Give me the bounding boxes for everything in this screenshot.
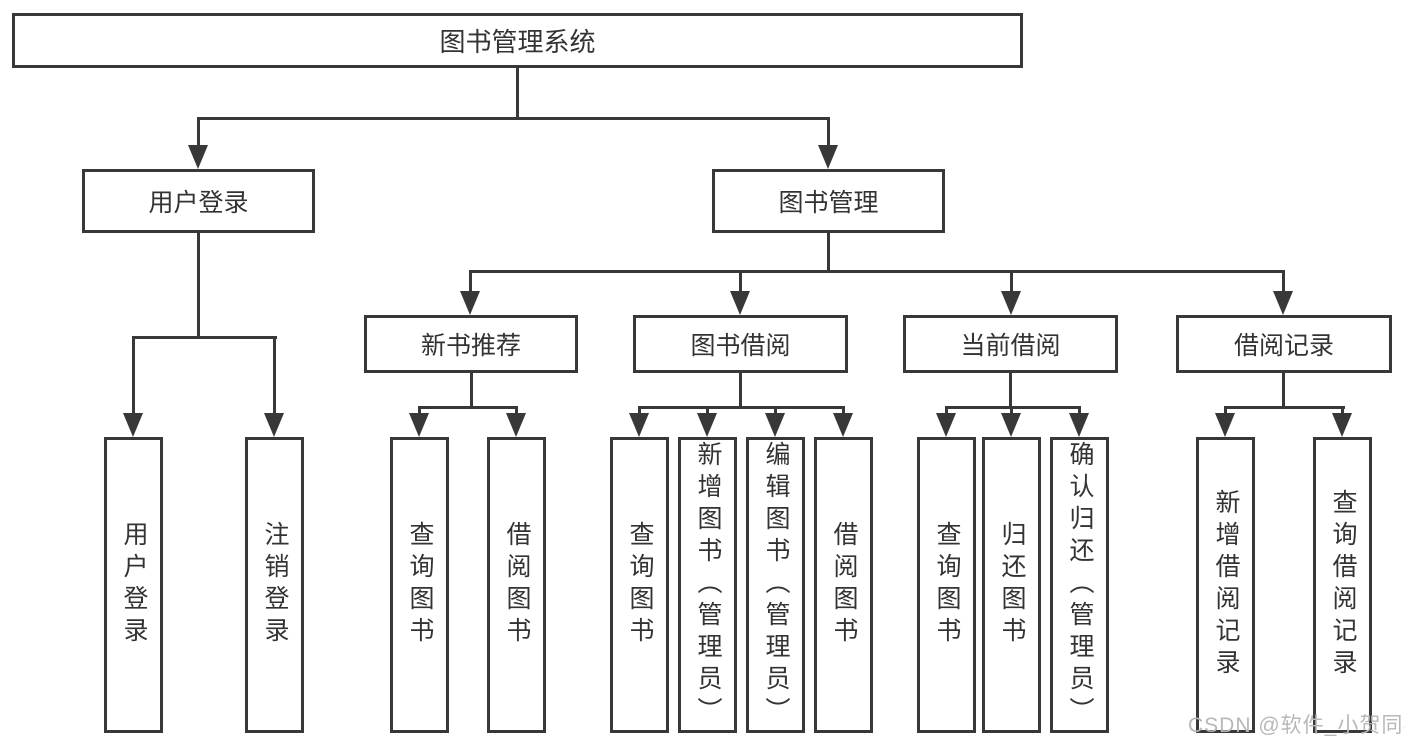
node-new-book-recommend: 新书推荐 bbox=[364, 315, 578, 373]
edge-records-split bbox=[1224, 406, 1345, 409]
arrowhead-bor-edit bbox=[765, 413, 785, 437]
edge-recommend-drop bbox=[470, 373, 473, 409]
edge-to-leaf-logout bbox=[273, 336, 276, 413]
csdn-watermark: CSDN @软件_小贺同学 bbox=[1188, 714, 1405, 737]
edge-to-rec-query bbox=[418, 406, 421, 413]
edge-mgmt-drop bbox=[827, 233, 830, 273]
node-user-login-label: 用户登录 bbox=[148, 189, 249, 217]
leaf-logout-label: 注销登录 bbox=[261, 521, 289, 649]
edge-to-bor-edit bbox=[774, 406, 777, 413]
leaf-user-login-label: 用户登录 bbox=[120, 521, 148, 649]
arrowhead-rec-query bbox=[409, 413, 429, 437]
edge-current-drop bbox=[1009, 373, 1012, 409]
leaf-borrow-query-books: 查询图书 bbox=[610, 437, 669, 733]
node-root: 图书管理系统 bbox=[12, 13, 1023, 68]
edge-mgmt-split bbox=[469, 270, 1285, 273]
leaf-borrow-add-books-admin: 新增图书（管理员） bbox=[678, 437, 737, 733]
arrowhead-leaf-logout bbox=[264, 413, 284, 437]
arrowhead-bor-borrow bbox=[833, 413, 853, 437]
node-book-borrow-label: 图书借阅 bbox=[690, 332, 791, 360]
leaf-borrow-add-books-admin-label: 新增图书（管理员） bbox=[694, 441, 722, 729]
arrowhead-book-mgmt bbox=[818, 145, 838, 169]
arrowhead-cur-return bbox=[1001, 413, 1021, 437]
edge-to-recd-query bbox=[1341, 406, 1344, 413]
leaf-records-add-record-label: 新增借阅记录 bbox=[1212, 489, 1240, 681]
arrowhead-borrow bbox=[730, 291, 750, 315]
arrowhead-cur-confirm bbox=[1069, 413, 1089, 437]
edge-to-cur-confirm bbox=[1078, 406, 1081, 413]
leaf-recommend-borrow-books: 借阅图书 bbox=[487, 437, 546, 733]
edge-to-recd-add bbox=[1224, 406, 1227, 413]
edge-to-rec-borrow bbox=[515, 406, 518, 413]
leaf-borrow-query-books-label: 查询图书 bbox=[626, 521, 654, 649]
edge-login-split bbox=[132, 336, 277, 339]
node-current-borrow: 当前借阅 bbox=[903, 315, 1118, 373]
leaf-borrow-edit-books-admin: 编辑图书（管理员） bbox=[746, 437, 805, 733]
edge-login-drop bbox=[197, 233, 200, 339]
arrowhead-recommend bbox=[460, 291, 480, 315]
leaf-borrow-borrow-books-label: 借阅图书 bbox=[830, 521, 858, 649]
leaf-recommend-query-books: 查询图书 bbox=[390, 437, 449, 733]
arrowhead-bor-query bbox=[629, 413, 649, 437]
node-borrow-records: 借阅记录 bbox=[1176, 315, 1392, 373]
edge-to-bor-add bbox=[706, 406, 709, 413]
arrowhead-records bbox=[1273, 291, 1293, 315]
leaf-recommend-query-books-label: 查询图书 bbox=[406, 521, 434, 649]
edge-to-book-mgmt bbox=[827, 117, 830, 145]
leaf-borrow-edit-books-admin-label: 编辑图书（管理员） bbox=[762, 441, 790, 729]
edge-to-recommend bbox=[469, 270, 472, 291]
edge-root-drop bbox=[516, 68, 519, 118]
node-book-management: 图书管理 bbox=[712, 169, 945, 233]
arrowhead-recd-add bbox=[1215, 413, 1235, 437]
edge-to-cur-return bbox=[1010, 406, 1013, 413]
leaf-records-add-record: 新增借阅记录 bbox=[1196, 437, 1255, 733]
leaf-current-confirm-return-admin-label: 确认归还（管理员） bbox=[1066, 441, 1094, 729]
leaf-logout: 注销登录 bbox=[245, 437, 304, 733]
edge-to-leaf-login bbox=[132, 336, 135, 413]
arrowhead-user-login bbox=[188, 145, 208, 169]
edge-current-split bbox=[945, 406, 1081, 409]
leaf-user-login: 用户登录 bbox=[104, 437, 163, 733]
edge-to-bor-borrow bbox=[842, 406, 845, 413]
edge-recommend-split bbox=[418, 406, 518, 409]
node-new-book-recommend-label: 新书推荐 bbox=[420, 332, 521, 360]
edge-to-borrow bbox=[739, 270, 742, 291]
arrowhead-rec-borrow bbox=[506, 413, 526, 437]
leaf-records-query-record-label: 查询借阅记录 bbox=[1329, 489, 1357, 681]
leaf-current-query-books: 查询图书 bbox=[917, 437, 976, 733]
node-book-borrow: 图书借阅 bbox=[633, 315, 848, 373]
leaf-current-return-books-label: 归还图书 bbox=[998, 521, 1026, 649]
edge-records-drop bbox=[1282, 373, 1285, 409]
node-current-borrow-label: 当前借阅 bbox=[960, 332, 1061, 360]
leaf-recommend-borrow-books-label: 借阅图书 bbox=[503, 521, 531, 649]
arrowhead-current bbox=[1001, 291, 1021, 315]
edge-root-split bbox=[197, 117, 830, 120]
leaf-current-return-books: 归还图书 bbox=[982, 437, 1041, 733]
edge-to-user-login bbox=[197, 117, 200, 145]
leaf-records-query-record: 查询借阅记录 bbox=[1313, 437, 1372, 733]
node-root-label: 图书管理系统 bbox=[439, 27, 596, 57]
node-book-management-label: 图书管理 bbox=[778, 189, 879, 217]
leaf-current-query-books-label: 查询图书 bbox=[933, 521, 961, 649]
edge-to-records bbox=[1282, 270, 1285, 291]
edge-to-current bbox=[1010, 270, 1013, 291]
arrowhead-recd-query bbox=[1332, 413, 1352, 437]
arrowhead-bor-add bbox=[697, 413, 717, 437]
edge-to-cur-query bbox=[945, 406, 948, 413]
leaf-current-confirm-return-admin: 确认归还（管理员） bbox=[1050, 437, 1109, 733]
edge-borrow-drop bbox=[739, 373, 742, 409]
edge-borrow-split bbox=[638, 406, 845, 409]
node-borrow-records-label: 借阅记录 bbox=[1233, 332, 1334, 360]
node-user-login: 用户登录 bbox=[82, 169, 315, 233]
arrowhead-leaf-login bbox=[123, 413, 143, 437]
edge-to-bor-query bbox=[638, 406, 641, 413]
leaf-borrow-borrow-books: 借阅图书 bbox=[814, 437, 873, 733]
arrowhead-cur-query bbox=[936, 413, 956, 437]
